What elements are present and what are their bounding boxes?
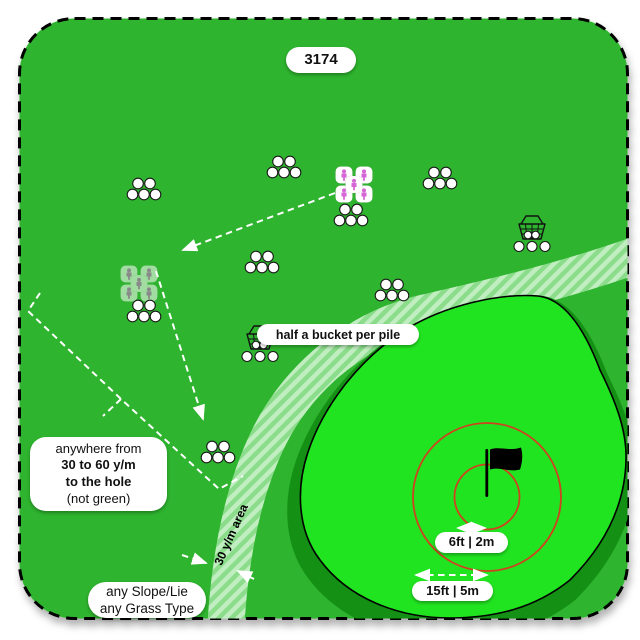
inner-radius-label: 6ft | 2m [435,532,508,553]
thirty-ym-band [206,234,628,619]
conditions-note-label: any Slope/Lie any Grass Type [88,582,206,618]
distance-note-line: (not green) [66,490,131,506]
drill-number-badge: 3174 [286,47,356,73]
movement-arrows [26,192,336,491]
radius-arrows [414,521,489,582]
distance-note-label: anywhere from 30 to 60 y/m to the hole (… [30,437,167,511]
conditions-note-line: any Slope/Lie [106,583,188,599]
band-width-arrows [181,552,255,583]
bucket-note-label: half a bucket per pile [257,324,419,345]
distance-note-line: to the hole [65,474,132,489]
distance-note-line: 30 to 60 y/m [61,457,136,473]
outer-radius-label: 15ft | 5m [412,581,493,601]
flag-icon [485,447,523,497]
conditions-note-line: any Grass Type [99,601,195,616]
distance-note-line: anywhere from [55,440,142,456]
